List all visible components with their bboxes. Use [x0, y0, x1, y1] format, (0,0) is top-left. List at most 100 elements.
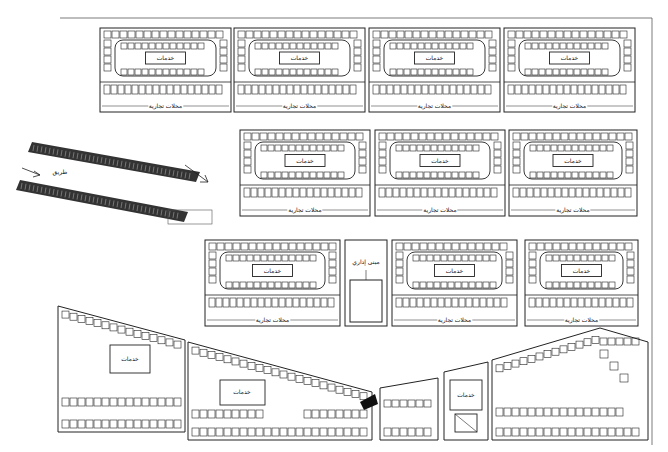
plot [468, 243, 475, 250]
plot [513, 158, 520, 165]
plot [416, 428, 423, 436]
plot [494, 150, 501, 157]
plot [289, 145, 295, 151]
plot [400, 400, 407, 407]
plot [420, 282, 426, 288]
plot [264, 428, 271, 436]
plot [403, 172, 409, 178]
plot [255, 69, 261, 75]
plot [408, 400, 415, 407]
zone-label: محلات تجارية [552, 103, 587, 110]
plot [576, 428, 583, 436]
plot [504, 362, 511, 369]
plot [473, 298, 479, 307]
plot [313, 243, 320, 250]
plot [121, 161, 122, 167]
plot [408, 428, 415, 436]
plot [296, 255, 302, 261]
plot [441, 282, 447, 288]
plot [290, 43, 296, 49]
plot [165, 210, 166, 216]
plot [632, 338, 639, 345]
plot [105, 158, 106, 164]
plot [307, 298, 313, 307]
plot [262, 31, 269, 38]
plot [238, 48, 245, 55]
plot [297, 243, 304, 250]
service-block [220, 380, 265, 405]
plot [439, 43, 445, 49]
plot [528, 355, 535, 362]
plot [577, 243, 584, 250]
plot [325, 43, 331, 49]
plot [496, 428, 503, 436]
plot [282, 255, 288, 261]
plot [414, 188, 420, 197]
plot [627, 268, 634, 275]
plot [616, 428, 623, 436]
plot [102, 398, 109, 406]
plot [261, 282, 267, 288]
plot [326, 31, 333, 38]
plot [421, 188, 427, 197]
plot [581, 43, 587, 49]
plot [244, 150, 251, 157]
block-outline [525, 240, 638, 326]
plot [592, 85, 598, 94]
plot [317, 145, 323, 151]
plot [512, 408, 519, 416]
plot [296, 282, 302, 288]
plot [177, 171, 178, 177]
plot [506, 276, 513, 283]
plot [477, 188, 483, 197]
plot [380, 85, 386, 94]
plot [524, 31, 531, 38]
plot [544, 145, 550, 151]
plot [265, 298, 271, 307]
plot [520, 428, 527, 436]
plot [167, 85, 173, 94]
plot [425, 43, 431, 49]
plot [269, 69, 275, 75]
plot [424, 298, 430, 307]
plot [579, 172, 585, 178]
plot [160, 31, 167, 38]
plot [328, 410, 335, 418]
plot [94, 398, 101, 406]
plot [149, 43, 155, 49]
plot [233, 255, 239, 261]
plot [553, 69, 559, 75]
plot [315, 85, 321, 94]
plot [442, 188, 448, 197]
plot [546, 255, 552, 261]
plot [324, 172, 330, 178]
plot [349, 188, 355, 197]
plot [94, 420, 101, 428]
plot [145, 207, 146, 213]
plot [521, 133, 528, 140]
plot [455, 255, 461, 261]
plot [413, 255, 419, 261]
plot [70, 420, 77, 428]
plot [334, 31, 341, 38]
plot [166, 398, 173, 406]
plot [560, 69, 566, 75]
plot [387, 85, 393, 94]
plot [249, 243, 256, 250]
plot [268, 172, 274, 178]
plot [592, 408, 599, 416]
plot [567, 69, 573, 75]
plot [166, 339, 173, 346]
plot [496, 408, 503, 416]
plot [156, 43, 162, 49]
plot [627, 276, 634, 283]
plot [248, 410, 255, 418]
plot [202, 85, 208, 94]
plot [597, 188, 603, 197]
plot [600, 338, 607, 345]
plot [300, 133, 307, 140]
plot [280, 428, 287, 436]
plot [445, 172, 451, 178]
plot [157, 209, 158, 215]
plot [340, 133, 347, 140]
